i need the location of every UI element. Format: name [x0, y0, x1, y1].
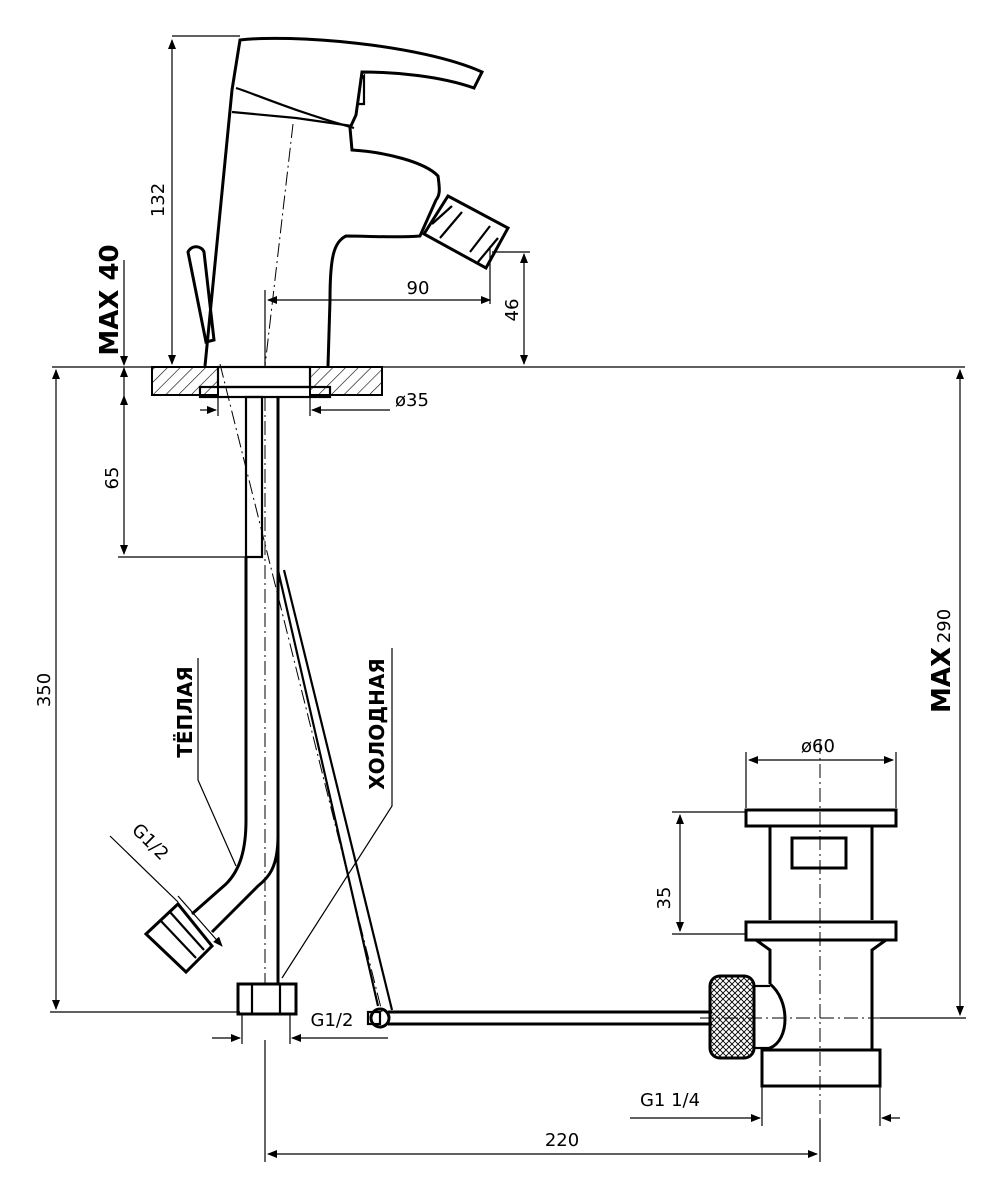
dim-max-40: MAX 40 — [95, 244, 125, 355]
dim-350: 350 — [34, 673, 55, 707]
dim-dia-35: ø35 — [395, 390, 429, 411]
dim-90: 90 — [407, 278, 430, 299]
dim-g1-1-4: G1 1/4 — [640, 1090, 700, 1111]
dimension-lines — [50, 35, 966, 1162]
dim-132: 132 — [148, 183, 169, 217]
warm-hose-fitting — [143, 901, 215, 975]
countertop — [52, 365, 965, 399]
label-warm: ТЁПЛАЯ — [173, 666, 197, 758]
dim-max-290-label: MAX — [927, 647, 957, 713]
supply-hoses — [143, 395, 712, 1029]
dim-65: 65 — [102, 467, 123, 490]
dimension-labels: 132 MAX 40 90 46 ø35 65 350 MAX 290 ТЁПЛ… — [34, 183, 957, 1151]
drain-assembly — [700, 740, 900, 1160]
dim-dia-60: ø60 — [801, 736, 835, 757]
dim-35: 35 — [654, 887, 675, 910]
label-cold: ХОЛОДНАЯ — [365, 658, 389, 789]
dim-g12-warm: G1/2 — [127, 820, 172, 865]
dim-220: 220 — [545, 1130, 579, 1151]
aerator-nozzle — [421, 194, 511, 271]
dim-max-290-value: 290 — [934, 609, 955, 643]
dim-46: 46 — [502, 299, 523, 322]
dim-g12-bottom: G1/2 — [311, 1010, 354, 1031]
faucet-body — [186, 36, 511, 367]
knurled-nut — [708, 974, 770, 1060]
